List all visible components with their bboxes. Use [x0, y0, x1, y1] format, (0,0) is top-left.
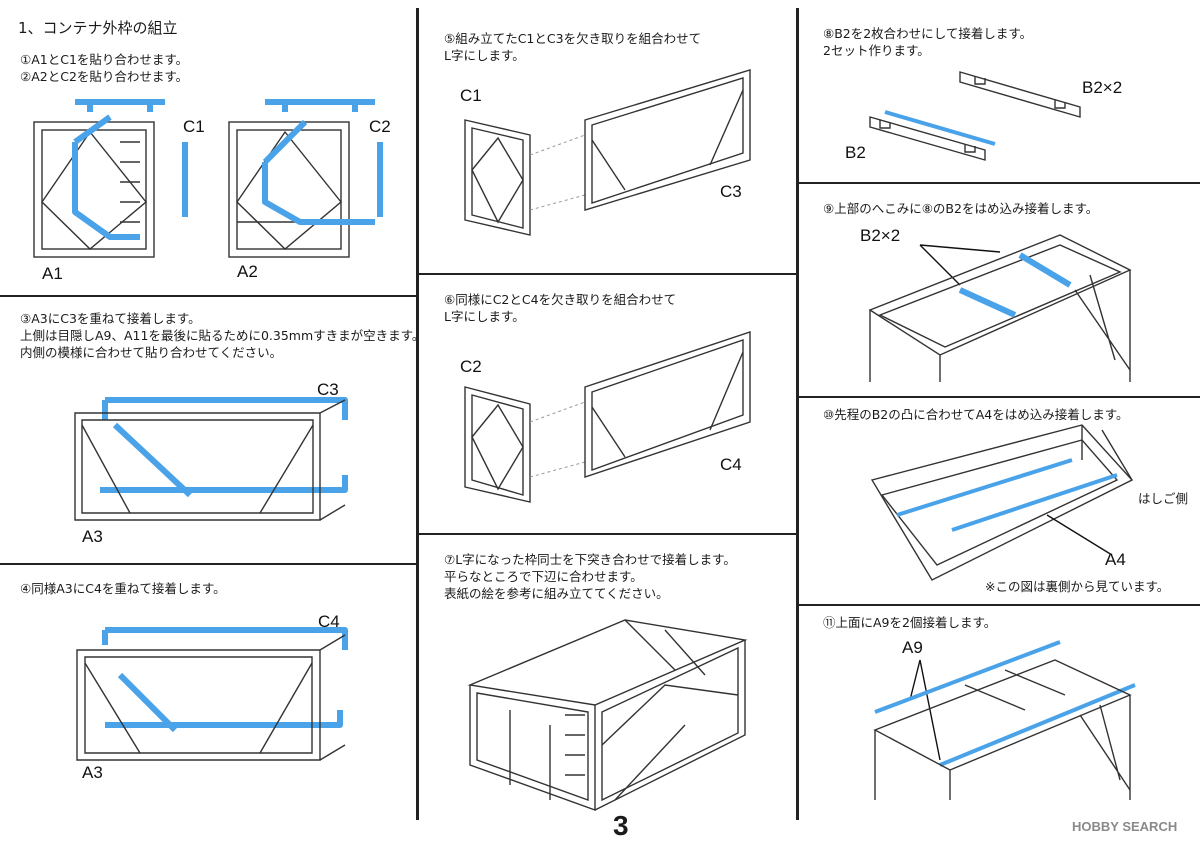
container-bottom-view	[870, 424, 1134, 581]
label-c4-step6: C4	[720, 455, 742, 474]
label-b2-step8: B2	[845, 143, 866, 162]
label-a4: A4	[1105, 550, 1126, 569]
step6-diagram	[464, 331, 751, 503]
divider-left-2	[0, 563, 416, 565]
label-a1: A1	[42, 264, 63, 283]
step9-line1: ⑨上部のへこみに⑧のB2をはめ込み接着します。	[823, 201, 1099, 216]
part-b2-inserted	[958, 252, 1072, 318]
label-a2: A2	[237, 262, 258, 281]
step1-diagram	[33, 99, 188, 258]
part-a4-highlight	[896, 458, 1118, 532]
step2-text: ②A2とC2を貼り合わせます。	[20, 69, 189, 84]
frame-c2	[464, 386, 531, 503]
step5-line1: ⑤組み立てたC1とC3を欠き取りを組合わせて	[444, 31, 702, 46]
page-number: 3	[613, 810, 629, 841]
label-a3-step4: A3	[82, 763, 103, 782]
step8-diagram	[869, 71, 1081, 161]
frame-a3	[74, 399, 346, 521]
frame-c1	[464, 119, 531, 236]
leader-lines	[919, 244, 1001, 286]
part-c1-highlight	[72, 99, 188, 240]
label-b2x2-step9: B2×2	[860, 226, 901, 245]
step3-diagram	[74, 397, 348, 521]
label-c1-step5: C1	[460, 86, 482, 105]
divider-mid-1	[419, 273, 796, 275]
label-c3: C3	[317, 380, 339, 399]
part-c2-highlight	[262, 99, 383, 225]
label-c2-step6: C2	[460, 357, 482, 376]
step7-line1: ⑦L字になった枠同士を下突き合わせで接着します。	[444, 552, 736, 567]
assembled-frame	[467, 619, 748, 811]
watermark-text: HOBBY SEARCH	[1072, 819, 1178, 834]
guide-lines-2	[529, 401, 586, 478]
label-c3-step5: C3	[720, 182, 742, 201]
step10-diagram	[870, 424, 1134, 581]
part-b2-blue	[884, 110, 996, 146]
frame-c3	[584, 69, 751, 211]
frame-a2	[228, 121, 350, 258]
label-b2x2-step8: B2×2	[1082, 78, 1123, 97]
step10-line1: ⑩先程のB2の凸に合わせてA4をはめ込み接着します。	[823, 407, 1129, 422]
part-c3-highlight	[100, 397, 348, 498]
divider-right-2	[799, 396, 1200, 398]
step6-line1: ⑥同様にC2とC4を欠き取りを組合わせて	[444, 292, 677, 307]
step7-diagram	[467, 619, 748, 811]
step6-line2: L字にします。	[444, 309, 525, 324]
label-a3: A3	[82, 527, 103, 546]
step3-line2: 上側は目隠しA9、A11を最後に貼るために0.35mmすきまが空きます。	[20, 328, 425, 343]
a4-leader	[1046, 514, 1113, 556]
divider-left-1	[0, 295, 416, 297]
divider-right-3	[799, 604, 1200, 606]
label-a9: A9	[902, 638, 923, 657]
container-with-top	[873, 659, 1132, 800]
section-title: 1、コンテナ外枠の組立	[18, 19, 178, 37]
step4-line1: ④同様A3にC4を重ねて接着します。	[20, 581, 226, 596]
label-ladder-side: はしご側	[1138, 491, 1189, 506]
step8-line2: 2セット作ります。	[823, 43, 930, 58]
a9-leader	[909, 659, 941, 761]
step5-diagram	[464, 69, 751, 236]
frame-c4	[584, 331, 751, 478]
part-b2-gray	[959, 71, 1081, 118]
step1-text: ①A1とC1を貼り合わせます。	[20, 52, 189, 67]
label-c4: C4	[318, 612, 340, 631]
step8-line1: ⑧B2を2枚合わせにして接着します。	[823, 26, 1033, 41]
step9-diagram	[868, 234, 1132, 382]
step7-line2: 平らなところで下辺に合わせます。	[444, 569, 643, 584]
step3-line3: 内側の模様に合わせて貼り合わせてください。	[20, 345, 283, 360]
container-top-view	[868, 234, 1132, 382]
frame-a3-second	[76, 634, 346, 761]
step2-diagram	[228, 99, 383, 258]
column-divider-left	[416, 8, 419, 820]
step11-line1: ⑪上面にA9を2個接着します。	[823, 615, 997, 630]
column-divider-right	[796, 8, 799, 820]
step11-diagram	[873, 640, 1136, 800]
part-c4-highlight	[102, 627, 348, 733]
label-c1: C1	[183, 117, 205, 136]
step4-diagram	[76, 627, 348, 761]
divider-right-1	[799, 182, 1200, 184]
guide-lines	[529, 134, 586, 211]
step5-line2: L字にします。	[444, 48, 525, 63]
part-a9-highlight	[874, 640, 1136, 767]
label-c2: C2	[369, 117, 391, 136]
part-b2-outline	[869, 116, 986, 161]
note-back-view: ※この図は裏側から見ています。	[985, 579, 1170, 594]
step7-line3: 表紙の絵を参考に組み立ててください。	[444, 586, 669, 601]
divider-mid-2	[419, 533, 796, 535]
step3-line1: ③A3にC3を重ねて接着します。	[20, 311, 201, 326]
